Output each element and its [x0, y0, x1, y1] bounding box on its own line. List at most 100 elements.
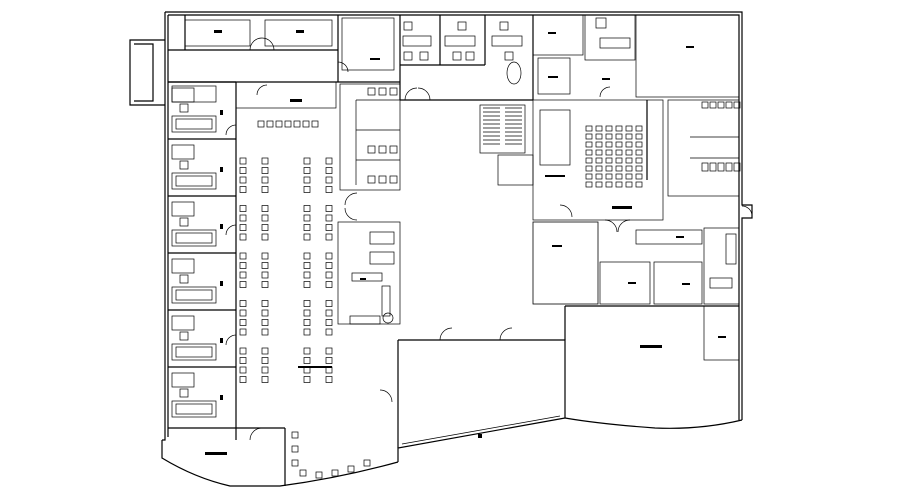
chair-icon — [303, 205, 311, 212]
bed-icon — [171, 400, 217, 418]
toilet-icon — [733, 162, 741, 172]
door-swing-icon — [439, 327, 453, 341]
door-swing-icon — [337, 61, 349, 73]
door-swing-icon — [225, 37, 753, 441]
chair-icon — [605, 181, 613, 188]
chair-icon — [239, 214, 247, 222]
chair-icon — [625, 157, 633, 164]
chair-icon — [239, 347, 247, 355]
outer-walls — [129, 11, 753, 487]
sink-icon — [733, 101, 741, 109]
door-swing-icon — [741, 205, 753, 217]
chair-icon — [239, 205, 247, 212]
chair-icon — [239, 157, 247, 165]
chair-icon — [261, 271, 269, 279]
chair-icon — [625, 149, 633, 156]
door-swing-icon — [249, 37, 263, 51]
chair-icon — [303, 347, 311, 355]
sink-icon — [701, 101, 709, 109]
chair-icon — [179, 217, 189, 227]
chair-icon — [261, 309, 269, 317]
chair-icon — [239, 366, 247, 374]
toilet-icon — [367, 145, 376, 154]
chair-icon — [325, 300, 333, 307]
chair-icon — [625, 133, 633, 140]
toilet-icon — [709, 162, 717, 172]
chair-icon — [291, 431, 299, 439]
chair-icon — [303, 167, 311, 174]
chair-icon — [261, 214, 269, 222]
chair-icon — [615, 125, 623, 132]
treatment-room — [337, 221, 401, 325]
chair-icon — [239, 252, 247, 260]
chair-icon — [615, 173, 623, 180]
lecture-hall — [532, 99, 664, 221]
chair-icon — [179, 331, 189, 341]
chair-icon — [303, 281, 311, 288]
toilets-right — [667, 99, 741, 197]
chair-icon — [303, 300, 311, 307]
chair-icon — [615, 133, 623, 140]
toilet-icon — [389, 87, 398, 96]
toilet-icon — [389, 175, 398, 184]
chair-icon — [325, 205, 333, 212]
toilet-icon — [378, 175, 387, 184]
bed-icon — [171, 343, 217, 361]
toilet-icon — [389, 145, 398, 154]
door-swing-icon — [344, 207, 358, 221]
door-swing-icon — [256, 84, 268, 96]
chair-icon — [635, 165, 643, 172]
door-swing-icon — [617, 219, 631, 233]
desk-icon — [171, 258, 195, 274]
chair-icon — [303, 214, 311, 222]
door-swing-icon — [404, 87, 418, 101]
chair-icon — [299, 469, 307, 477]
chair-icon — [261, 205, 269, 212]
chair-icon — [635, 181, 643, 188]
toilet-icon — [367, 87, 376, 96]
chair-icon — [261, 262, 269, 269]
hall-furniture — [239, 120, 333, 383]
chair-icon — [595, 157, 603, 164]
desk-icon — [171, 144, 195, 160]
chair-icon — [261, 328, 269, 336]
chair-icon — [303, 328, 311, 336]
chair-icon — [303, 309, 311, 317]
bed-icon — [171, 115, 217, 133]
chair-icon — [303, 186, 311, 193]
chair-icon — [303, 319, 311, 326]
chair-icon — [325, 357, 333, 364]
chair-icon — [595, 173, 603, 180]
chair-icon — [325, 167, 333, 174]
bed-icon — [171, 229, 217, 247]
chair-icon — [325, 176, 333, 184]
chair-icon — [325, 252, 333, 260]
toilet-icon — [367, 175, 376, 184]
chair-icon — [261, 376, 269, 383]
door-swing-icon — [225, 224, 237, 236]
chair-icon — [179, 274, 189, 284]
chair-icon — [239, 376, 247, 383]
chair-icon — [605, 125, 613, 132]
toilet-icon — [725, 162, 733, 172]
chair-icon — [615, 157, 623, 164]
chair-icon — [303, 233, 311, 241]
patient-rooms — [168, 81, 236, 418]
chair-icon — [303, 357, 311, 364]
chair-icon — [325, 214, 333, 222]
chair-icon — [585, 141, 593, 148]
chair-icon — [625, 141, 633, 148]
chair-icon — [625, 165, 633, 172]
chair-icon — [239, 319, 247, 326]
chair-icon — [261, 224, 269, 231]
toilet-icon — [701, 162, 709, 172]
sink-icon — [717, 101, 725, 109]
chair-icon — [239, 186, 247, 193]
sink-icon — [709, 101, 717, 109]
door-swing-icon — [417, 87, 431, 101]
lower-halls — [397, 305, 739, 448]
right-middle-rooms — [532, 221, 740, 361]
chair-icon — [615, 165, 623, 172]
chair-icon — [635, 173, 643, 180]
chair-icon — [325, 281, 333, 288]
